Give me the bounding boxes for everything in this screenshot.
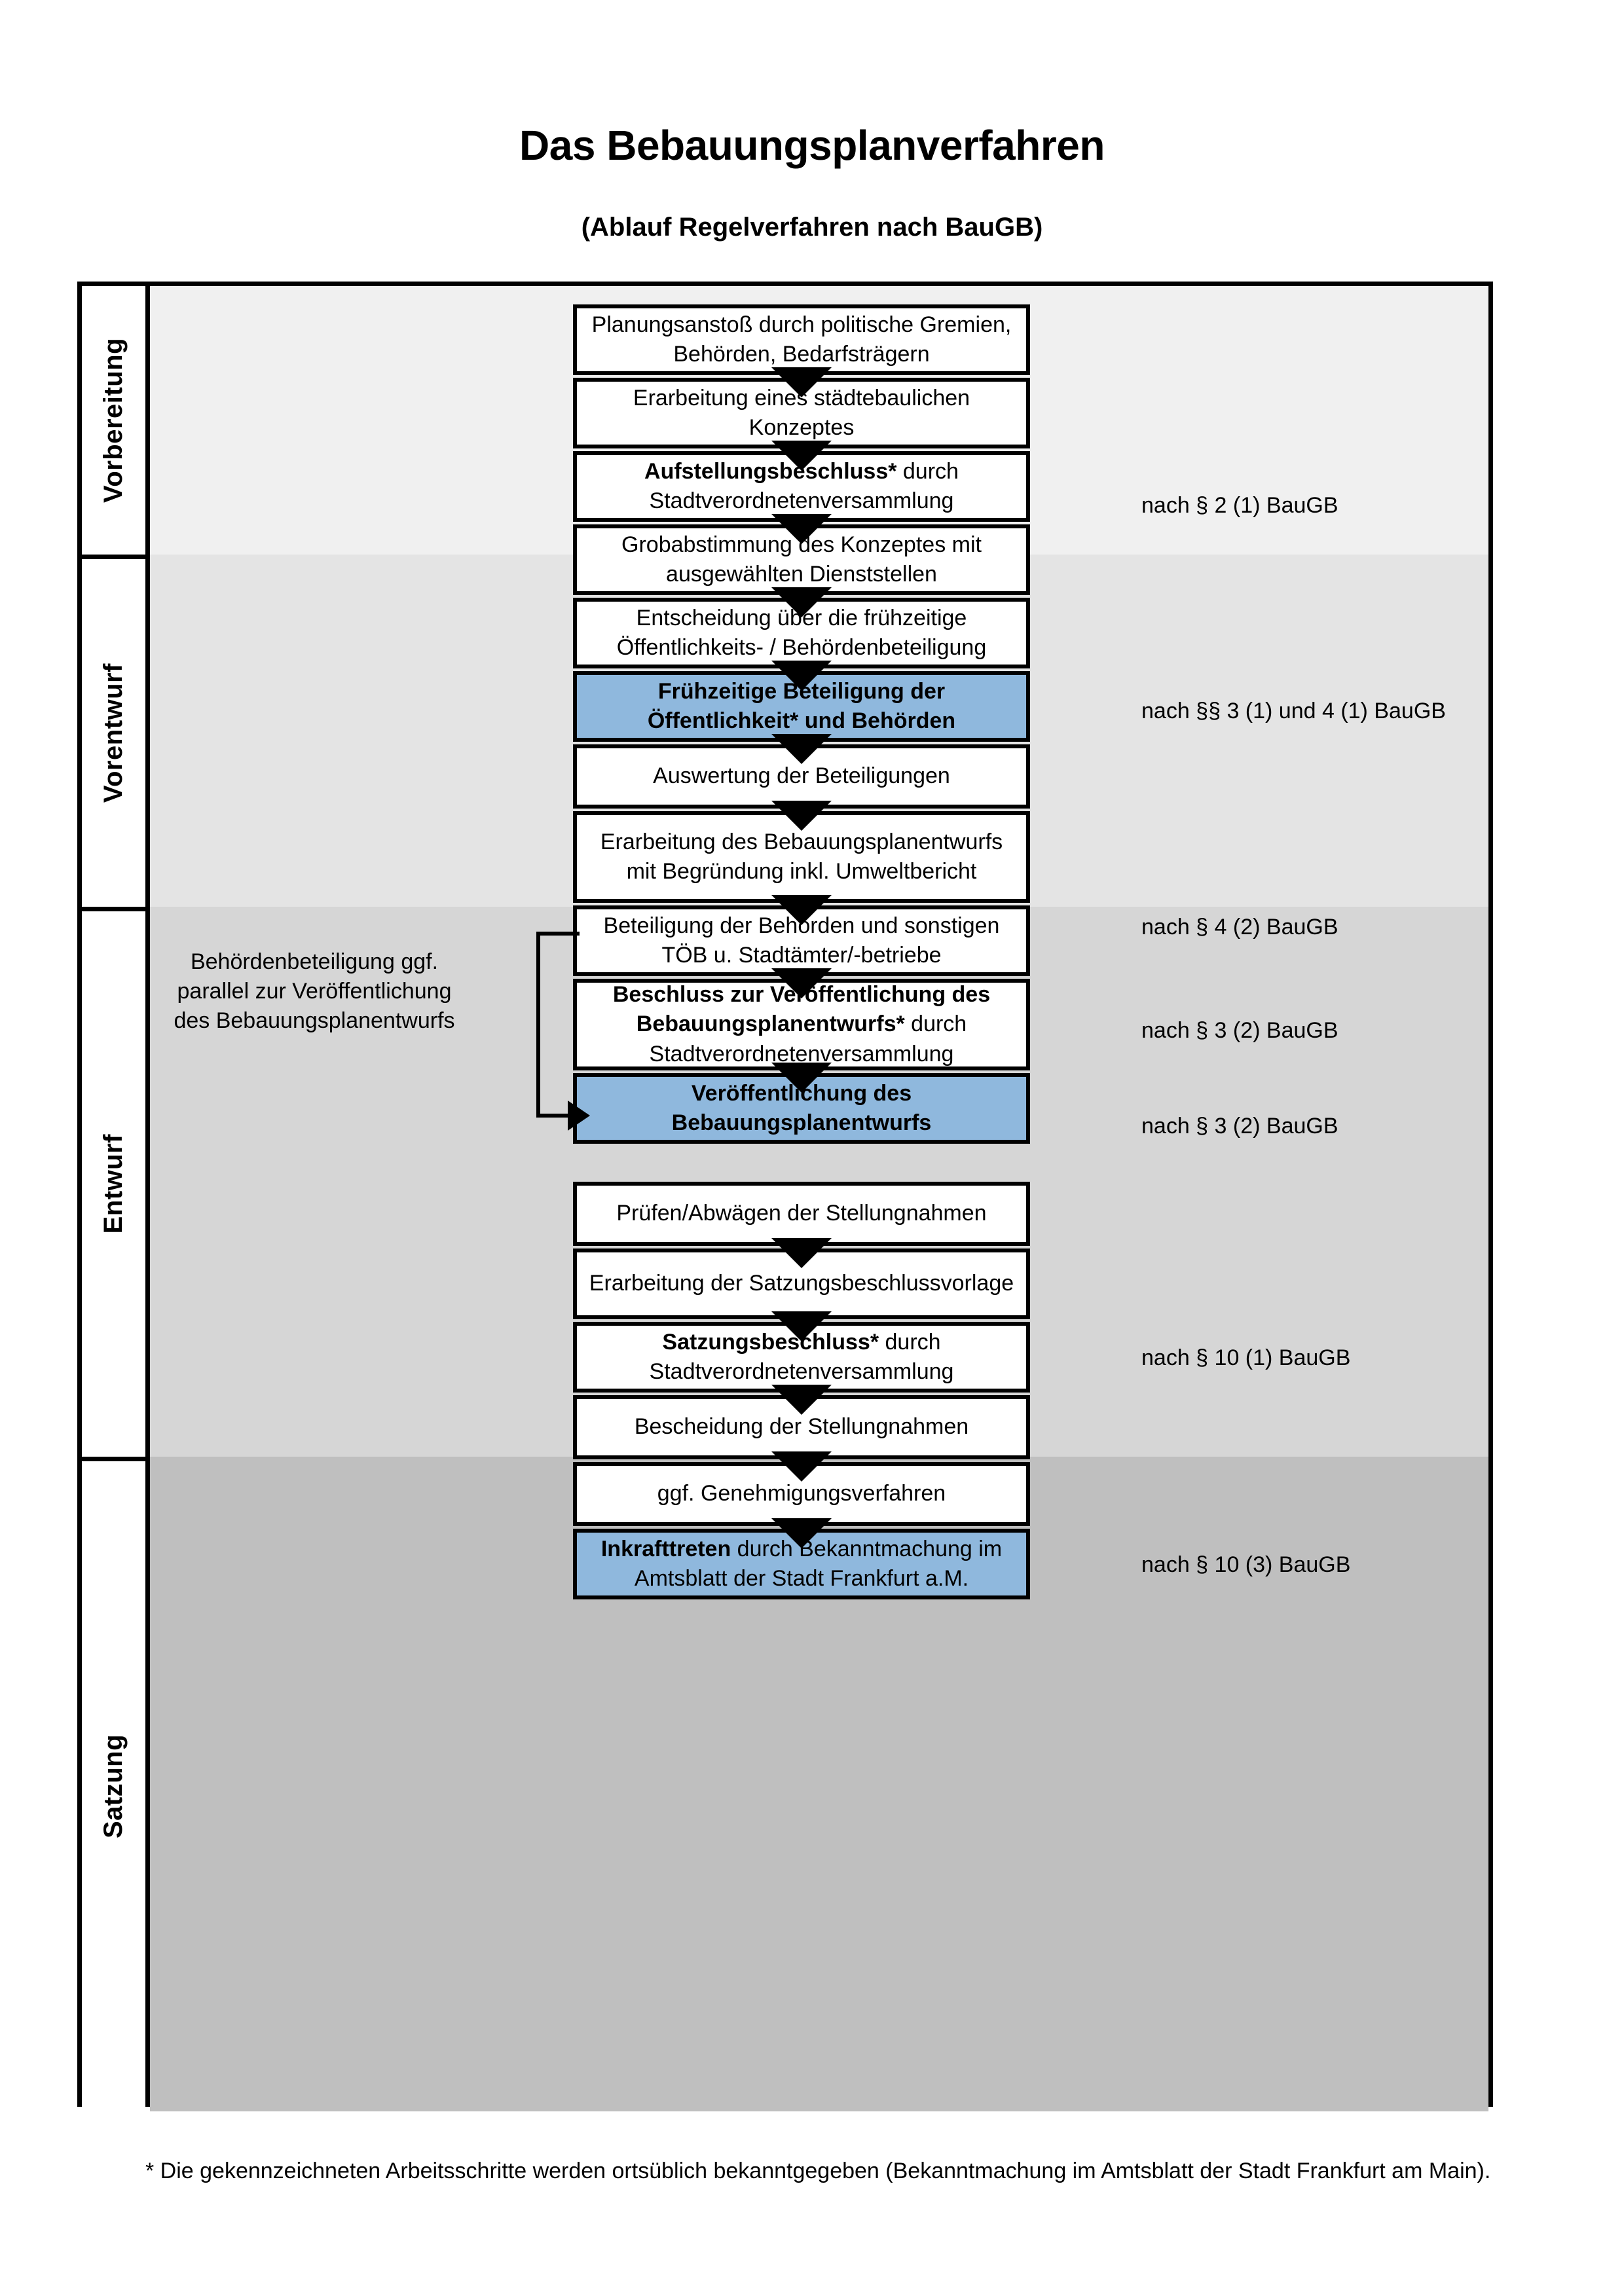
branch-vertical-segment [536, 932, 540, 1118]
sidebar-item-vorentwurf[interactable]: Vorentwurf [82, 555, 145, 907]
legal-ref-7: nach § 10 (3) BauGB [1141, 1552, 1350, 1578]
sidebar-item-vorbereitung[interactable]: Vorbereitung [82, 286, 145, 555]
legal-ref-6: nach § 10 (1) BauGB [1141, 1345, 1350, 1371]
branch-top-segment [536, 932, 580, 936]
flow-arrow-13 [771, 1311, 832, 1341]
sidebar-label-vorbereitung: Vorbereitung [99, 338, 128, 503]
diagram-frame: Vorbereitung Vorentwurf Entwurf Satzung … [77, 282, 1493, 2111]
legal-ref-4-text: nach § 3 (2) BauGB [1141, 1018, 1338, 1043]
flow-step-1[interactable]: Planungsanstoß durch politische Gremien,… [573, 304, 1030, 375]
legal-ref-1: nach § 2 (1) BauGB [1141, 493, 1338, 519]
legal-ref-7-text: nach § 10 (3) BauGB [1141, 1552, 1351, 1577]
footnote-text: * Die gekennzeichneten Arbeitsschritte w… [145, 2159, 1491, 2183]
flow-step-7[interactable]: Auswertung der Beteiligungen [573, 744, 1030, 809]
flow-step-14-rest: durch Stadtverordnetenversammlung [649, 1329, 954, 1384]
legal-ref-2-text: nach §§ 3 (1) und 4 (1) BauGB [1141, 699, 1446, 723]
flow-arrow-14 [771, 1385, 832, 1415]
flow-arrow-15 [771, 1451, 832, 1482]
flow-step-3-rest: durch Stadtverordnetenversammlung [649, 458, 959, 513]
flow-step-17-bold: Inkrafttreten [600, 1536, 731, 1561]
flow-step-3-label: Aufstellungsbeschluss* durch Stadtverord… [583, 457, 1020, 516]
flow-arrow-10 [771, 1063, 832, 1093]
flow-step-11-bold: Veröffentlichung des Bebauungsplanentwur… [671, 1080, 932, 1135]
flow-step-1-text: Planungsanstoß durch politische Gremien,… [591, 312, 1012, 367]
page-title: Das Bebauungsplanverfahren [519, 122, 1105, 169]
flow-arrow-6 [771, 734, 832, 764]
legal-ref-3-text: nach § 4 (2) BauGB [1141, 915, 1338, 939]
page-subtitle: (Ablauf Regelverfahren nach BauGB) [581, 213, 1043, 242]
parallel-branch-connector [514, 932, 590, 1131]
flow-step-10-rest: durch Stadtverordnetenversammlung [649, 1011, 967, 1066]
phase-sidebar: Vorbereitung Vorentwurf Entwurf Satzung [82, 286, 150, 2111]
flow-arrow-16 [771, 1518, 832, 1548]
flow-arrow-8 [771, 895, 832, 925]
flow-step-12[interactable]: Prüfen/Abwägen der Stellungnahmen [573, 1182, 1030, 1246]
sidebar-label-vorentwurf: Vorentwurf [99, 663, 128, 803]
side-note-text: Behördenbeteiligung ggf. parallel zur Ve… [174, 949, 455, 1033]
flow-step-8-text: Erarbeitung des Bebauungsplanentwurfs mi… [600, 829, 1003, 884]
flow-arrow-12 [771, 1238, 832, 1268]
flow-arrow-7 [771, 801, 832, 831]
sidebar-label-entwurf: Entwurf [99, 1134, 128, 1234]
sidebar-item-satzung[interactable]: Satzung [82, 1457, 145, 2111]
flow-arrow-2 [771, 441, 832, 471]
side-note-parallel: Behördenbeteiligung ggf. parallel zur Ve… [160, 947, 468, 1036]
flow-step-17-rest: durch Bekanntmachung im Amtsblatt der St… [634, 1536, 1003, 1591]
branch-bottom-segment [536, 1114, 570, 1118]
flow-arrow-4 [771, 587, 832, 617]
branch-arrow-head [568, 1101, 590, 1131]
flow-arrow-3 [771, 514, 832, 544]
flow-step-15-text: Bescheidung der Stellungnahmen [634, 1414, 969, 1440]
legal-ref-4: nach § 3 (2) BauGB [1141, 1018, 1338, 1044]
flow-step-16-text: ggf. Genehmigungsverfahren [657, 1481, 946, 1506]
legal-ref-6-text: nach § 10 (1) BauGB [1141, 1345, 1351, 1370]
legal-ref-5-text: nach § 3 (2) BauGB [1141, 1114, 1338, 1139]
legal-ref-2: nach §§ 3 (1) und 4 (1) BauGB [1141, 699, 1446, 724]
legal-ref-3: nach § 4 (2) BauGB [1141, 915, 1338, 940]
flow-step-17-label: Inkrafttreten durch Bekanntmachung im Am… [583, 1535, 1020, 1594]
sidebar-item-entwurf[interactable]: Entwurf [82, 907, 145, 1457]
legal-ref-1-text: nach § 2 (1) BauGB [1141, 493, 1338, 518]
footnote: * Die gekennzeichneten Arbeitsschritte w… [145, 2154, 1494, 2189]
flow-step-3-bold: Aufstellungsbeschluss* [644, 458, 897, 484]
flow-step-7-text: Auswertung der Beteiligungen [653, 763, 950, 789]
flow-arrow-5 [771, 661, 832, 691]
flow-step-14-bold: Satzungsbeschluss* [662, 1329, 879, 1355]
legal-ref-5: nach § 3 (2) BauGB [1141, 1114, 1338, 1139]
flow-arrow-9 [771, 968, 832, 998]
sidebar-label-satzung: Satzung [99, 1734, 128, 1839]
flow-arrow-1 [771, 367, 832, 397]
flow-step-12-text: Prüfen/Abwägen der Stellungnahmen [616, 1201, 987, 1226]
flow-step-5-text: Entscheidung über die frühzeitige Öffent… [616, 605, 987, 660]
flow-step-14-label: Satzungsbeschluss* durch Stadtverordnete… [583, 1328, 1020, 1387]
flow-step-5[interactable]: Entscheidung über die frühzeitige Öffent… [573, 598, 1030, 668]
flow-step-13-text: Erarbeitung der Satzungsbeschlussvorlage [589, 1271, 1014, 1296]
